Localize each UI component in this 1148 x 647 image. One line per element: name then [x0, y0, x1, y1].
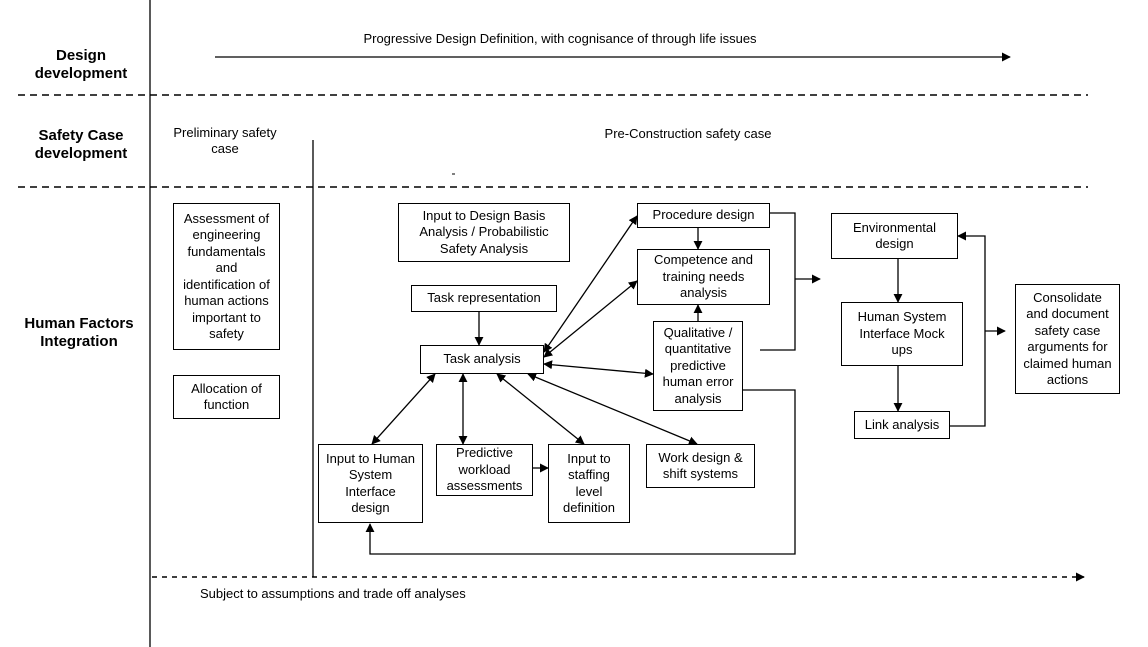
competence-box: Competence and training needs analysis [637, 249, 770, 305]
work-design-box: Work design & shift systems [646, 444, 755, 488]
allocation-box: Allocation of function [173, 375, 280, 419]
caption-preliminary: Preliminary safety case [173, 125, 277, 156]
row-label-safety: Safety Case development [34, 127, 128, 162]
arrow-taskanalysis-qualitative [543, 360, 654, 378]
arrow-taskanalysis-competence [543, 280, 638, 358]
hsi-mockups-box: Human System Interface Mock ups [841, 302, 963, 366]
procedure-design-box: Procedure design [637, 203, 770, 228]
arrow-taskanalysis-hsi [371, 373, 436, 445]
loop-qualitative-to-hsi [365, 389, 796, 555]
caption-preconstruction: Pre-Construction safety case [604, 126, 772, 141]
link-analysis-box: Link analysis [854, 411, 950, 439]
qualitative-box: Qualitative / quantitative predictive hu… [653, 321, 743, 411]
bracket-right-group [760, 212, 796, 351]
caption-subject: Subject to assumptions and trade off ana… [200, 586, 466, 601]
design-basis-box: Input to Design Basis Analysis / Probabi… [398, 203, 570, 262]
arrow-taskanalysis-staffing [496, 373, 585, 445]
hsi-input-box: Input to Human System Interface design [318, 444, 423, 523]
staffing-box: Input to staffing level definition [548, 444, 630, 523]
task-analysis-box: Task analysis [420, 345, 544, 374]
task-representation-box: Task representation [411, 285, 557, 312]
consolidate-box: Consolidate and document safety case arg… [1015, 284, 1120, 394]
caption-progressive: Progressive Design Definition, with cogn… [363, 31, 757, 46]
environmental-box: Environmental design [831, 213, 958, 259]
assessment-box: Assessment of engineering fundamentals a… [173, 203, 280, 350]
arrow-taskanalysis-workdesign [527, 372, 698, 446]
row-label-hf: Human Factors Integration [24, 315, 134, 350]
workload-box: Predictive workload assessments [436, 444, 533, 496]
row-label-design: Design development [34, 47, 128, 82]
